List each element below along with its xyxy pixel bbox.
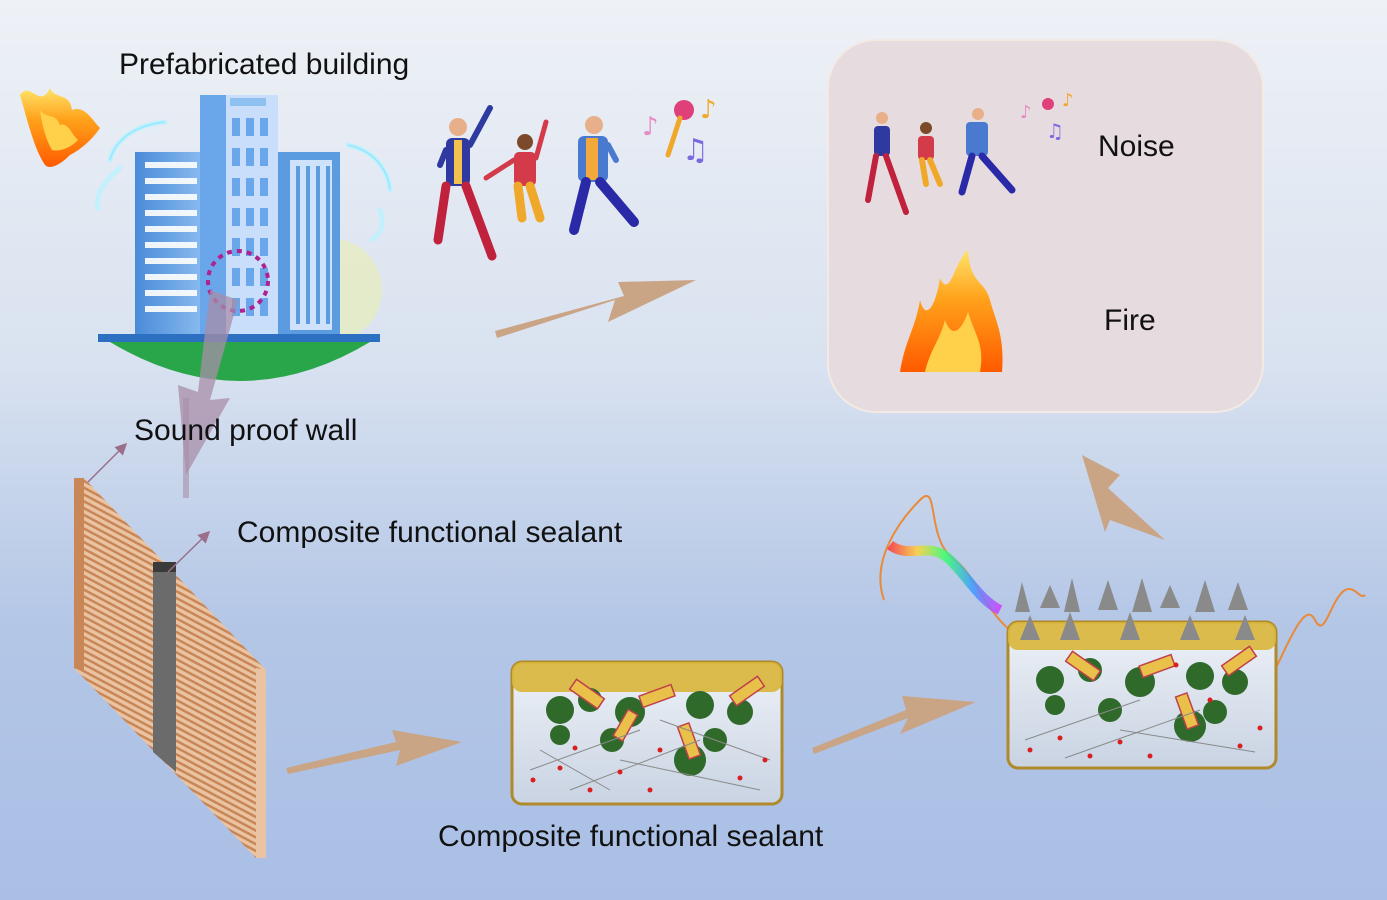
label-composite-sealant-upper: Composite functional sealant <box>237 516 623 549</box>
fire-icon <box>900 250 1003 372</box>
label-fire: Fire <box>1104 304 1156 337</box>
microphone-icon <box>665 100 694 158</box>
fire-icon <box>20 88 100 167</box>
noise-fire-panel <box>827 39 1264 413</box>
svg-text:♪: ♪ <box>1062 90 1074 111</box>
label-sound-proof-wall: Sound proof wall <box>134 414 358 447</box>
prefabricated-building-illustration <box>98 95 382 381</box>
sealant-block-icon <box>1006 578 1278 770</box>
people-dancing-icon <box>433 105 639 261</box>
pointer-sound-proof-wall <box>87 442 128 483</box>
sealant-block-icon <box>510 660 784 806</box>
arrow-building-to-wall <box>178 290 238 475</box>
sound-wave-icon <box>879 495 1366 681</box>
svg-text:♫: ♫ <box>1046 119 1064 143</box>
music-notes-icon: ♪ ♪ ♫ <box>642 95 717 168</box>
label-composite-sealant-lower: Composite functional sealant <box>438 820 824 853</box>
svg-text:♪: ♪ <box>642 112 659 142</box>
label-prefabricated-building: Prefabricated building <box>119 48 410 81</box>
arrow-wall-to-sealant <box>286 730 462 774</box>
music-notes-icon: ♪ ♪ ♫ <box>1020 90 1074 143</box>
svg-text:♪: ♪ <box>700 95 717 125</box>
label-noise: Noise <box>1098 130 1175 163</box>
people-dancing-icon <box>865 108 1016 215</box>
arrow-panel-to-result <box>1082 455 1165 540</box>
svg-text:♫: ♫ <box>682 133 709 168</box>
arrow-people-to-panel <box>495 280 696 338</box>
arrow-sealant-to-result <box>812 696 976 754</box>
air-flow-icon <box>109 121 391 191</box>
svg-text:♪: ♪ <box>1020 102 1032 123</box>
sound-proof-wall-illustration <box>74 478 266 858</box>
pointer-composite-sealant <box>167 530 211 573</box>
